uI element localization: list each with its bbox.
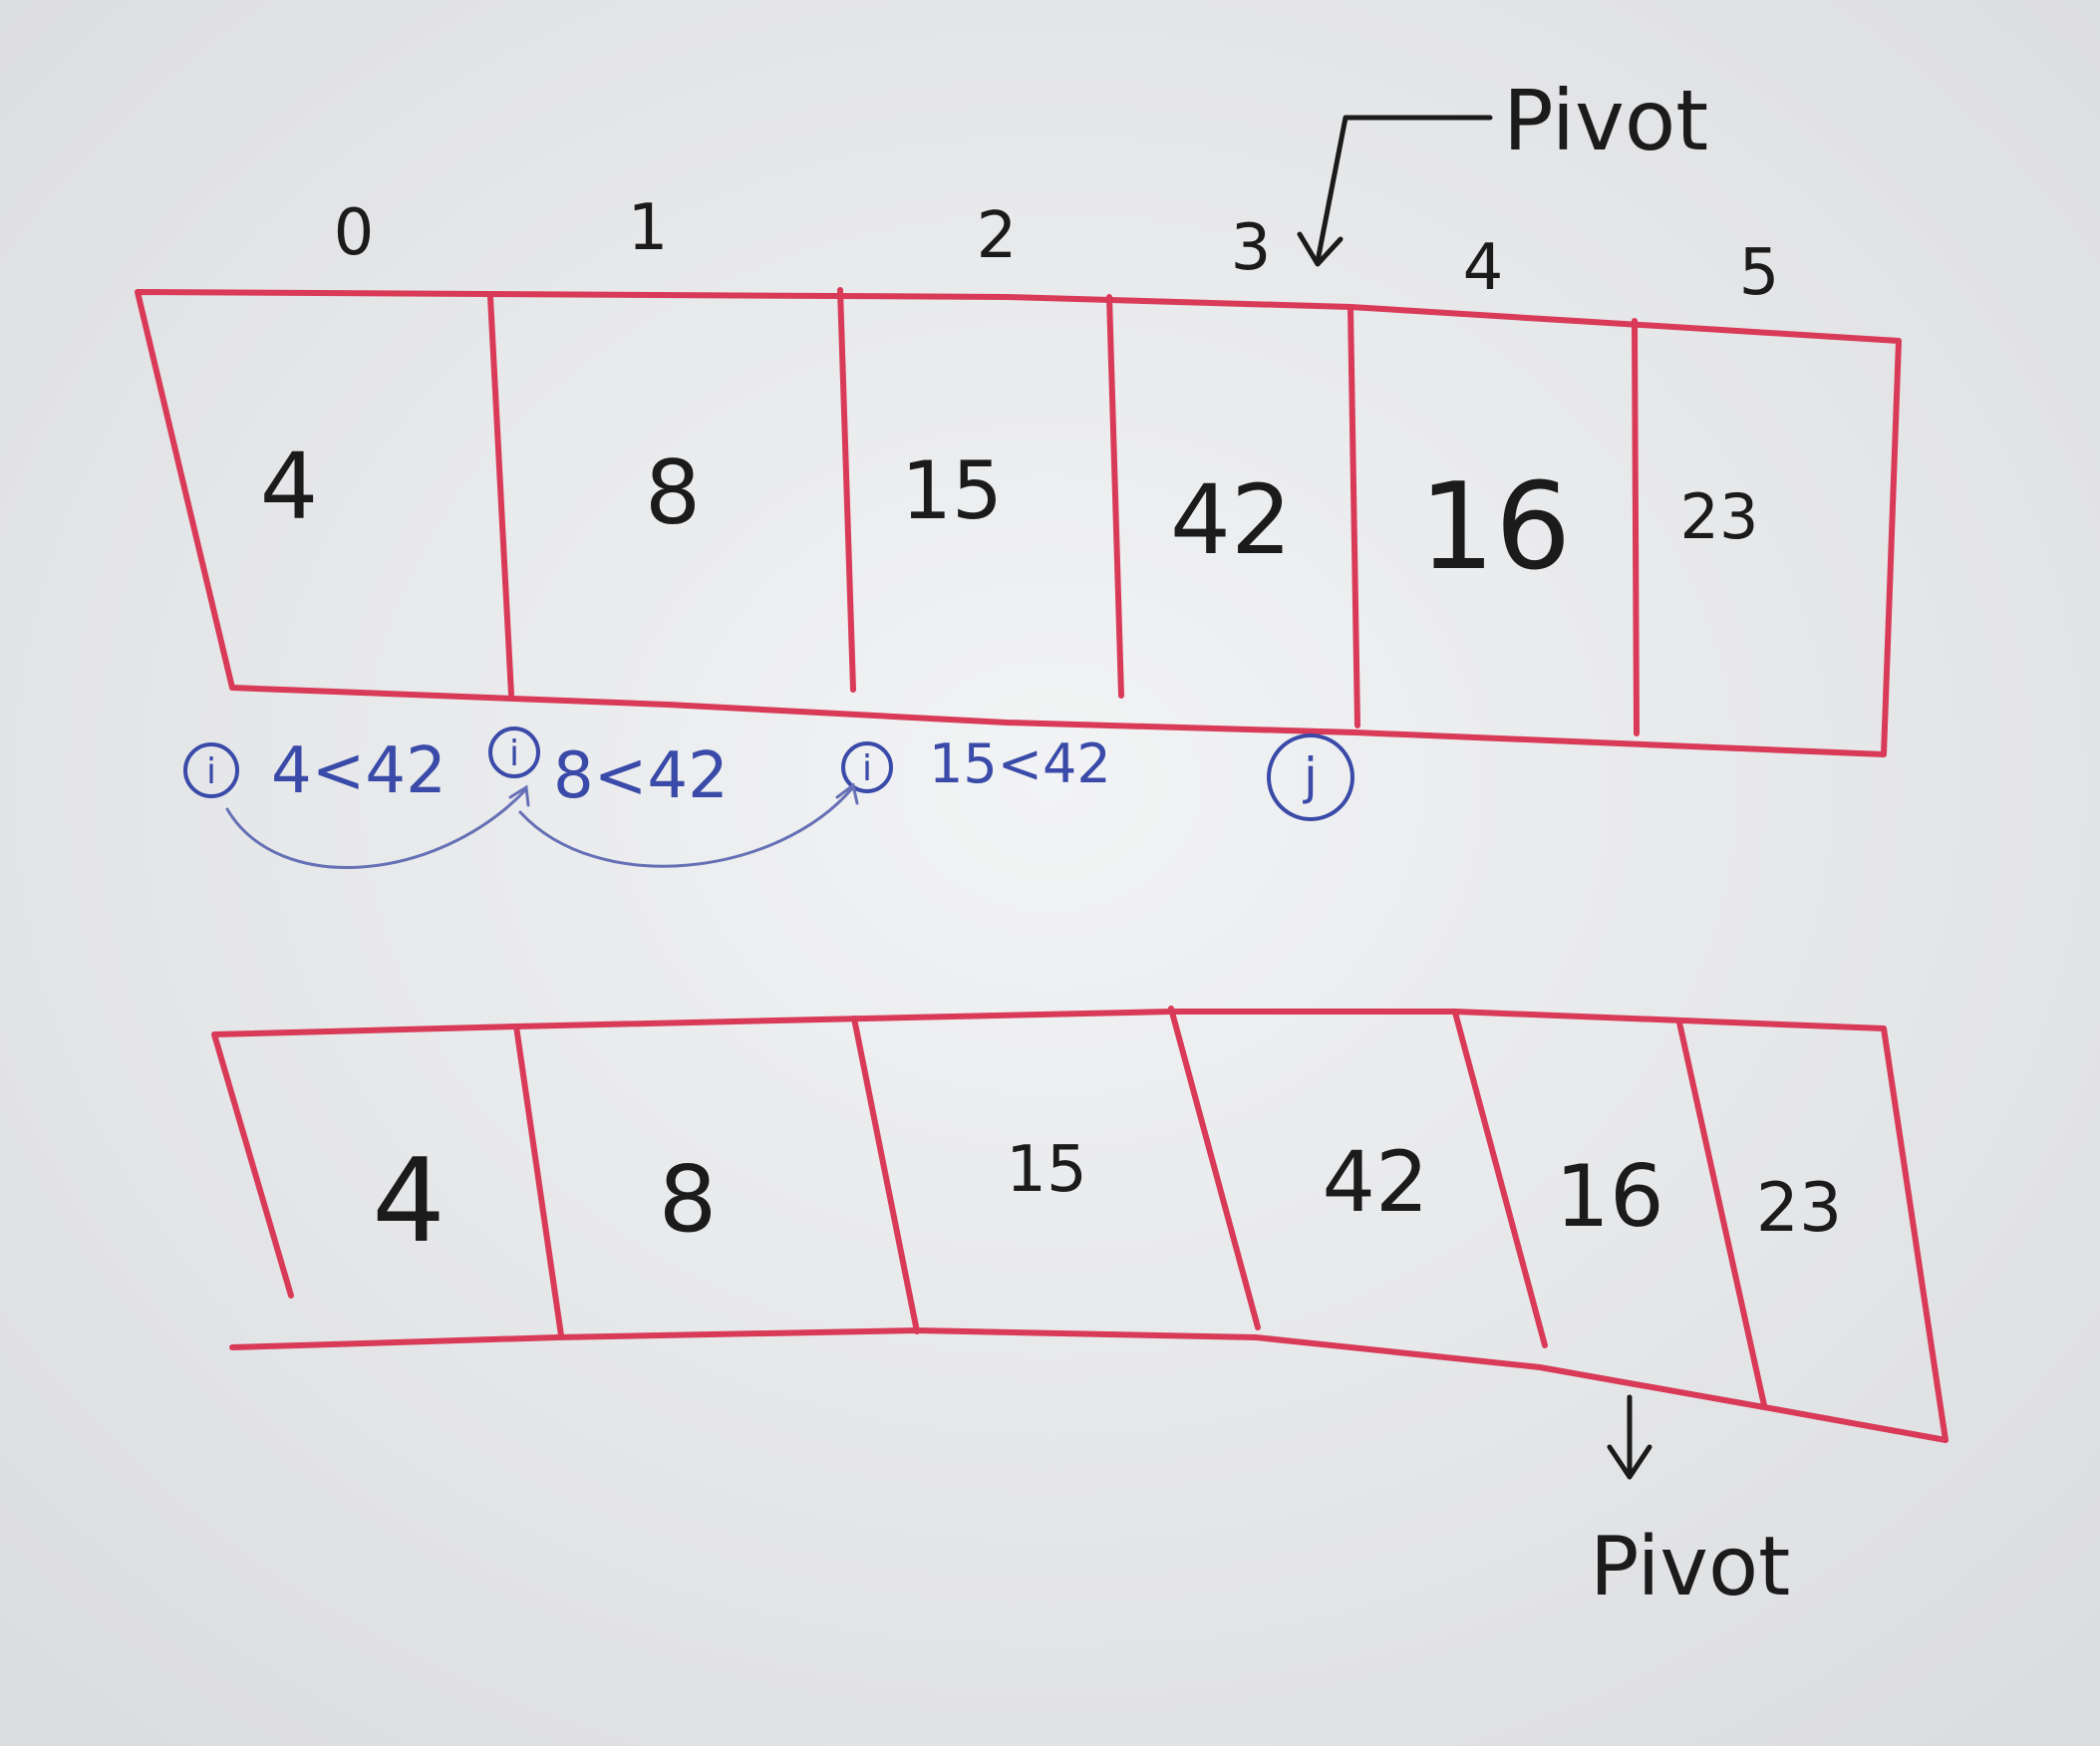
top-array-divider-2 bbox=[837, 287, 856, 693]
bottom-array-divider-2 bbox=[851, 1016, 920, 1334]
pointer-markers bbox=[183, 727, 1354, 821]
bottom-array-values: 4 8 15 42 16 23 bbox=[372, 1133, 1842, 1269]
pointer-move-arcs bbox=[225, 782, 859, 870]
arc-i-to-next bbox=[518, 785, 855, 868]
index-label: 5 bbox=[1739, 236, 1780, 310]
bottom-array-divider-3 bbox=[1168, 1006, 1261, 1330]
pointer-i-marker bbox=[488, 727, 540, 778]
bottom-array-divider-1 bbox=[513, 1023, 564, 1338]
pointer-i-marker bbox=[183, 742, 239, 798]
comparison-note: 8<42 bbox=[553, 739, 729, 813]
cell-value: 42 bbox=[1170, 464, 1292, 576]
cell-value: 4 bbox=[260, 434, 319, 540]
top-array-values: 4 8 15 42 16 23 bbox=[260, 434, 1759, 597]
top-array-divider-3 bbox=[1106, 294, 1124, 699]
pointer-i-label: i bbox=[206, 751, 216, 792]
cell-value: 23 bbox=[1756, 1169, 1843, 1248]
pointer-j-label: j bbox=[1303, 747, 1318, 805]
top-array-divider-1 bbox=[487, 294, 514, 698]
cell-value: 23 bbox=[1680, 480, 1759, 553]
pointer-i-label: i bbox=[509, 733, 519, 774]
top-array-divider-5 bbox=[1632, 318, 1640, 736]
index-label: 2 bbox=[977, 199, 1018, 273]
pointer-i-label: i bbox=[862, 748, 872, 789]
cell-value: 16 bbox=[1419, 458, 1572, 597]
pointer-letters: i i i j bbox=[206, 733, 1318, 805]
top-array-outline bbox=[135, 289, 1902, 757]
bottom-array-divider-5 bbox=[1676, 1019, 1767, 1408]
top-array bbox=[135, 287, 1902, 757]
cell-value: 16 bbox=[1555, 1147, 1663, 1247]
top-pivot-label: Pivot bbox=[1503, 72, 1708, 169]
cell-value: 8 bbox=[645, 441, 701, 544]
cell-value: 15 bbox=[1006, 1133, 1086, 1207]
bottom-pivot-label: Pivot bbox=[1590, 1520, 1790, 1614]
top-array-divider-4 bbox=[1348, 304, 1360, 728]
bottom-array-divider-4 bbox=[1452, 1010, 1548, 1348]
bottom-pivot-arrow bbox=[1607, 1394, 1652, 1480]
top-pivot-arrow bbox=[1297, 115, 1493, 267]
comparison-note: 15<42 bbox=[929, 732, 1111, 795]
pointer-j-marker bbox=[1267, 733, 1354, 821]
index-label: 4 bbox=[1463, 231, 1504, 305]
cell-value: 8 bbox=[659, 1146, 718, 1253]
top-array-indices: 0 1 2 3 4 5 bbox=[334, 191, 1780, 310]
cell-value: 15 bbox=[901, 444, 1003, 537]
pointer-i-marker bbox=[841, 741, 893, 793]
index-label: 3 bbox=[1231, 211, 1272, 285]
arc-i-to-next bbox=[225, 787, 528, 870]
comparison-note: 4<42 bbox=[271, 734, 447, 808]
cell-value: 42 bbox=[1323, 1133, 1429, 1231]
index-label: 0 bbox=[334, 196, 375, 270]
cell-value: 4 bbox=[372, 1134, 446, 1269]
bottom-array bbox=[211, 1006, 1949, 1443]
comparison-notes: 4<42 8<42 15<42 bbox=[271, 732, 1111, 813]
index-label: 1 bbox=[628, 191, 669, 265]
